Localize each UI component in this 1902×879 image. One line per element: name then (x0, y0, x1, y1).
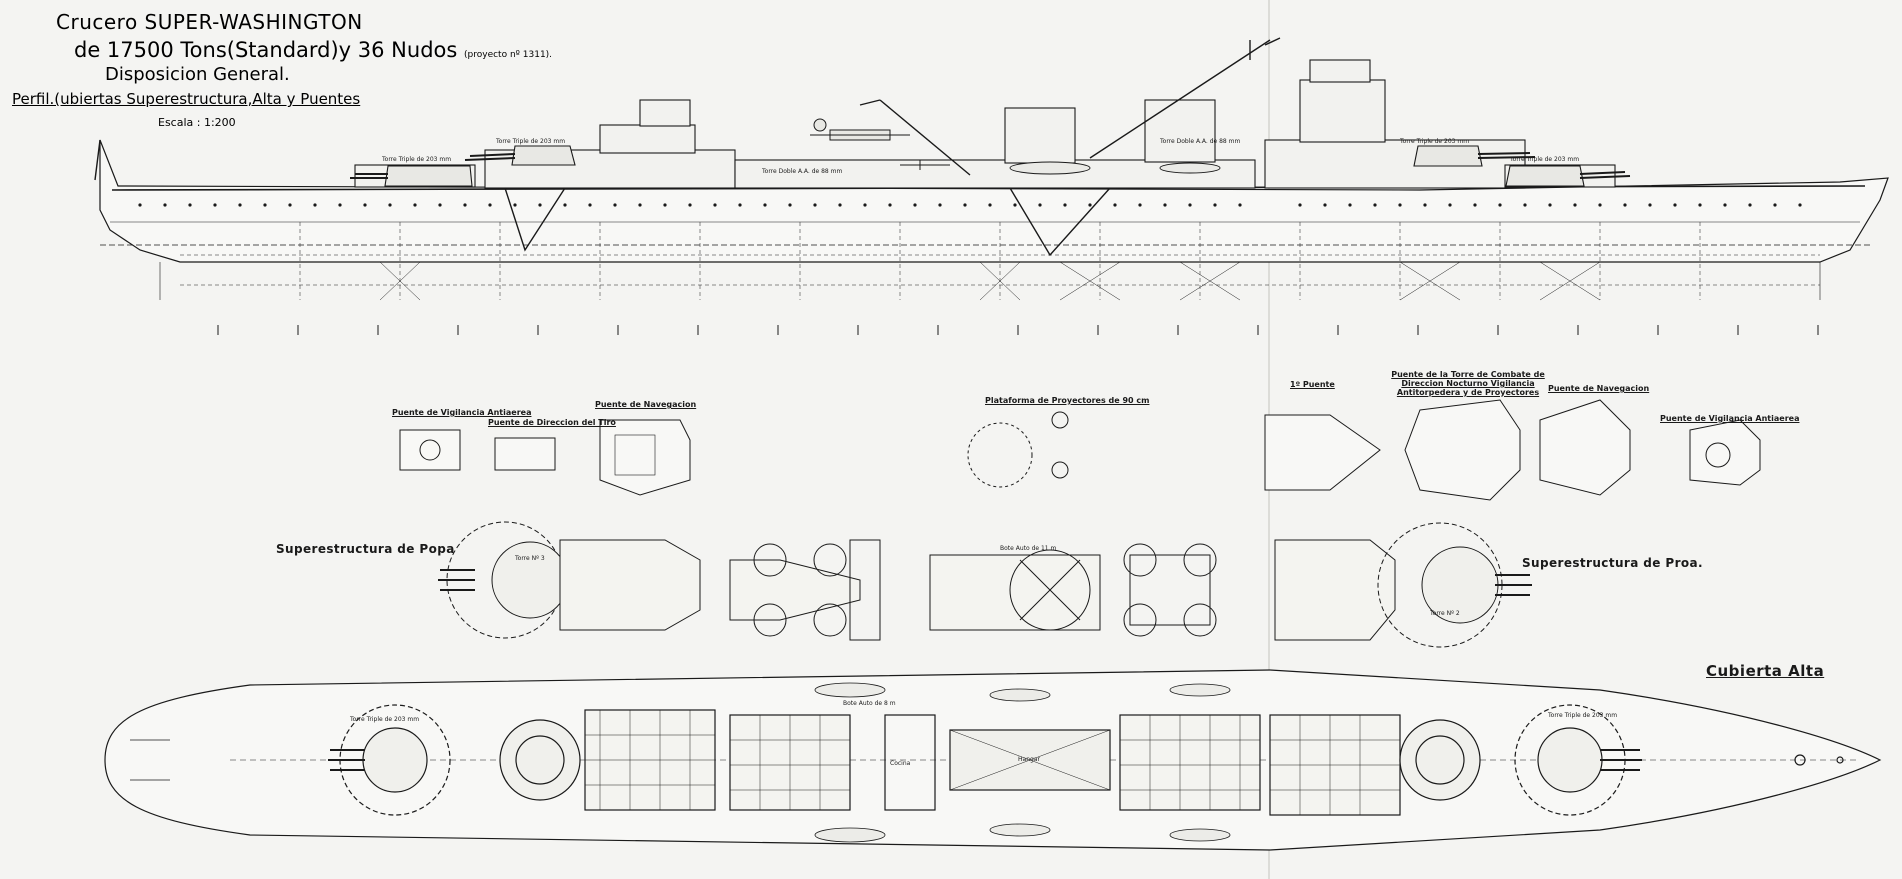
title-line-1: Crucero SUPER-WASHINGTON (56, 10, 363, 34)
deck-aft-turret-2 (499, 719, 581, 801)
superstructure-plan (438, 521, 1532, 648)
bridge-tower (1299, 79, 1386, 143)
upper-deck-plan (104, 669, 1882, 851)
turret-fwd-2 (1505, 165, 1585, 187)
fwd-superstructure-outline (1274, 539, 1396, 641)
bridge-vigilancia-left (399, 429, 461, 471)
label-torre-proa: Torre Triple de 203 mm (1400, 138, 1470, 145)
turret-aft-1 (384, 165, 473, 187)
label-superestructura-popa: Superestructura de Popa (276, 542, 455, 556)
aft-platform (729, 559, 861, 621)
funnel-fwd (1144, 99, 1216, 163)
catapult-strut-aft (504, 187, 566, 252)
label-superestructura-proa: Superestructura de Proa. (1522, 556, 1704, 570)
label-torre-combate: Puente de la Torre de Combate de Direcci… (1391, 370, 1545, 397)
turret-fwd-1 (1413, 145, 1483, 167)
label-navegacion-left: Puente de Navegacion (595, 400, 697, 409)
label-bote-11m: Bote Auto de 11 m (1000, 545, 1057, 552)
bridge-details (399, 399, 1761, 501)
funnel-aft (1004, 107, 1076, 164)
aft-director (639, 99, 691, 127)
label-cubierta-torre-proa: Torre Triple de 203 mm (1548, 712, 1618, 719)
scale-label: Escala : 1:200 (158, 116, 236, 129)
aft-turret-ring (491, 541, 569, 619)
profile-turrets (384, 145, 1585, 187)
label-torre-doble: Torre Doble A.A. de 88 mm (762, 168, 843, 175)
portholes (138, 203, 1802, 207)
label-torre-popa-2: Torre Triple de 203 mm (496, 138, 566, 145)
bridge-1-puente (1264, 414, 1381, 491)
frame-ticks (217, 325, 1819, 335)
profile-view (94, 37, 1889, 335)
title-line-2-main: de 17500 Tons(Standard)y 36 Nudos (74, 38, 458, 62)
deck-fwd-turret (1399, 719, 1481, 801)
bridge-navegacion-right (1539, 399, 1631, 496)
label-cubierta-alta: Cubierta Alta (1706, 662, 1825, 680)
label-torre-proa-2: Torre Triple de 203 mm (1510, 156, 1580, 163)
fwd-mid-compartments (1119, 714, 1261, 811)
label-direccion-tiro: Puente de Direccion del Tiro (488, 418, 616, 427)
turret-aft-2 (511, 145, 576, 166)
aft-superstructure-outline (559, 539, 701, 631)
mid-searchlight-ring (1009, 549, 1091, 631)
label-cubierta-torre-popa: Torre Triple de 203 mm (350, 716, 420, 723)
label-torre-n3: Torre Nº 3 (515, 555, 545, 562)
mid-platform (929, 554, 1101, 631)
main-mast (1089, 39, 1271, 159)
aft-fire-control (599, 124, 696, 154)
cocina (884, 714, 936, 811)
fwd-superstructure (1264, 139, 1526, 189)
projector-platform (967, 422, 1033, 488)
label-vigilancia-left: Puente de Vigilancia Antiaerea (392, 408, 532, 417)
label-torre-doble-2: Torre Doble A.A. de 88 mm (1160, 138, 1241, 145)
label-vigilancia-right: Puente de Vigilancia Antiaerea (1660, 414, 1800, 423)
label-torre-n2: Torre Nº 2 (1430, 610, 1460, 617)
label-1-puente: 1º Puente (1290, 380, 1335, 389)
label-cocina: Cocina (890, 760, 911, 767)
seaplane (810, 118, 950, 170)
bridge-torre-combate (1404, 399, 1521, 501)
label-hangar: Hangar (1018, 756, 1040, 763)
bridge-vigilancia-right (1689, 419, 1761, 486)
bridge-direccion-tiro (494, 437, 556, 471)
title-line-4: Perfil.(ubiertas Superestructura,Alta y … (12, 90, 361, 108)
gun-barrels (350, 152, 1631, 179)
deck-boats (814, 682, 1231, 843)
catapult-strut-fwd (1009, 187, 1111, 257)
label-plataforma: Plataforma de Proyectores de 90 cm (985, 396, 1150, 405)
crane (879, 99, 971, 176)
label-navegacion-right: Puente de Navegacion (1548, 384, 1650, 393)
project-number: (proyecto nº 1311). (464, 50, 553, 60)
title-line-3: Disposicion General. (105, 64, 290, 85)
bridge-navegacion-left (599, 419, 691, 496)
bridge-top (1309, 59, 1371, 83)
profile-hull (99, 139, 1889, 263)
label-bote-8m: Bote Auto de 8 m (843, 700, 896, 707)
title-line-2: de 17500 Tons(Standard)y 36 Nudos (proye… (74, 38, 552, 62)
label-torre-popa: Torre Triple de 203 mm (382, 156, 452, 163)
